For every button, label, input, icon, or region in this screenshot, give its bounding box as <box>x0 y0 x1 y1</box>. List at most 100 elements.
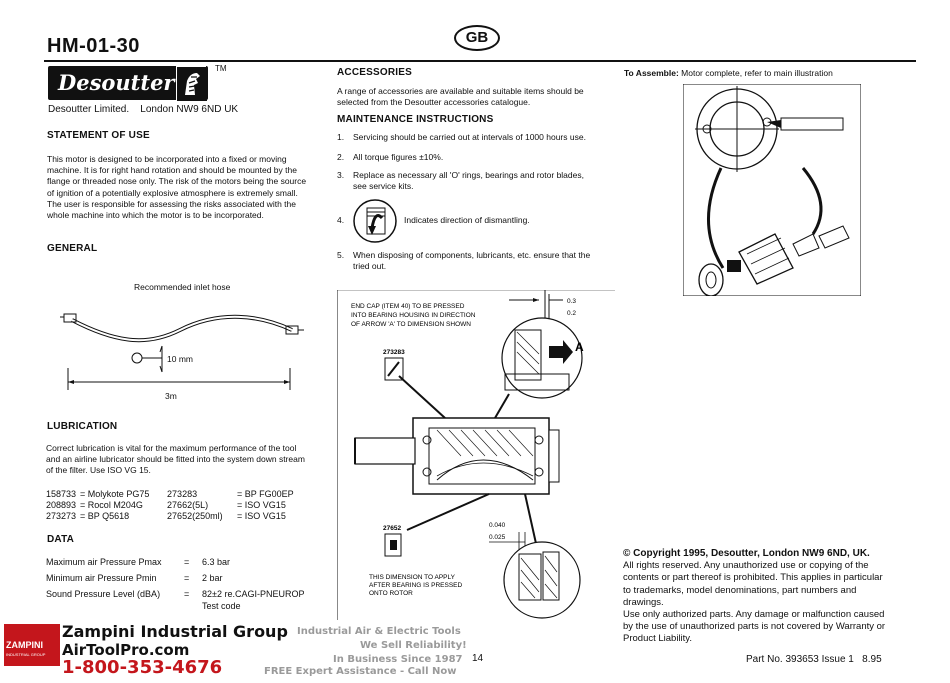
item-number: 2. <box>337 152 345 162</box>
statement-line: flange or threaded nose only. The risk o… <box>47 176 307 187</box>
copyright-line: Product Liability. <box>623 633 692 645</box>
statement-line: machine. It is for right hand rotation a… <box>47 165 297 176</box>
statement-line: whole machine into which the motor is to… <box>47 210 264 221</box>
data-label: Sound Pressure Level (dBA) <box>46 589 161 599</box>
data-value-line: 82±2 re.CAGI-PNEUROP <box>202 589 305 599</box>
data-value: 82±2 re.CAGI-PNEUROP Test code <box>202 588 310 616</box>
hose-label: Recommended inlet hose <box>134 282 231 292</box>
table-row: Sound Pressure Level (dBA) = 82±2 re.CAG… <box>46 588 310 616</box>
trademark-symbol: TM <box>215 64 227 73</box>
table-cell: = ISO VG15 <box>237 511 286 521</box>
accessories-text: A range of accessories are available and… <box>337 86 617 108</box>
assemble-text: Motor complete, refer to main illustrati… <box>678 68 833 78</box>
copyright-line: All rights reserved. Any unauthorized us… <box>623 560 869 572</box>
table-row: 273273 = BP Q5618 27652(250ml) = ISO VG1… <box>46 511 298 522</box>
part-label-273283: 273283 <box>383 349 405 356</box>
table-cell: = Molykote PG75 <box>80 489 150 499</box>
header-rule <box>44 60 916 62</box>
statement-line: The user is responsible for assessing th… <box>47 198 296 209</box>
language-badge: GB <box>454 25 500 51</box>
table-cell: = ISO VG15 <box>237 500 286 510</box>
bottom-note-line: AFTER BEARING IS PRESSED <box>369 582 462 589</box>
company-address: Desoutter Limited. London NW9 6ND UK <box>48 104 239 115</box>
table-cell: 273273 <box>46 511 77 521</box>
data-eq: = <box>184 589 190 599</box>
data-label: Maximum air Pressure Pmax <box>46 557 162 567</box>
bottom-note-line: ONTO ROTOR <box>369 590 413 597</box>
item-text: All torque figures ±10%. <box>353 152 444 162</box>
table-cell: = BP Q5618 <box>80 511 130 521</box>
item-text: Replace as necessary all 'O' rings, bear… <box>353 170 613 192</box>
data-eq: = <box>184 573 190 583</box>
item-text-line: see service kits. <box>353 181 414 191</box>
item-number: 4. <box>337 215 345 225</box>
table-cell: 273283 <box>167 489 198 499</box>
item-number: 3. <box>337 170 345 180</box>
table-row: Minimum air Pressure Pmin = 2 bar <box>46 572 310 588</box>
zebra-emblem-icon <box>176 66 207 101</box>
item-text-line: When disposing of components, lubricants… <box>353 250 591 260</box>
item-number: 1. <box>337 132 345 142</box>
table-cell: = BP FG00EP <box>237 489 294 499</box>
copyright-line: contents or part thereof is prohibited. … <box>623 572 883 584</box>
accessories-line: selected from the Desoutter accessories … <box>337 97 531 108</box>
table-cell: 158733 <box>46 489 77 499</box>
dimension-0-3: 0.3 <box>567 298 576 305</box>
statement-line: This motor is designed to be incorporate… <box>47 154 287 164</box>
item-text-line: Replace as necessary all 'O' rings, bear… <box>353 170 584 180</box>
data-eq: = <box>184 557 190 567</box>
table-cell: 208893 <box>46 500 77 510</box>
item-text: Indicates direction of dismantling. <box>404 215 530 225</box>
motor-cross-section-diagram: END CAP (ITEM 40) TO BE PRESSED INTO BEA… <box>337 290 615 620</box>
data-table: Maximum air Pressure Pmax = 6.3 bar Mini… <box>46 556 310 616</box>
general-heading: GENERAL <box>47 243 98 254</box>
data-heading: DATA <box>47 534 75 545</box>
inlet-hose-diagram <box>60 313 304 390</box>
badge-subtitle: INDUSTRIAL GROUP <box>6 652 46 657</box>
item-text: When disposing of components, lubricants… <box>353 250 613 272</box>
bottom-note-line: THIS DIMENSION TO APPLY <box>369 574 456 581</box>
lubricant-table: 158733 = Molykote PG75 273283 = BP FG00E… <box>46 489 298 522</box>
lubrication-heading: LUBRICATION <box>47 421 118 432</box>
table-row: 158733 = Molykote PG75 273283 = BP FG00E… <box>46 489 298 500</box>
footer-phone[interactable]: 1-800-353-4676 <box>62 657 223 678</box>
tagline: We Sell Reliability! <box>360 640 467 651</box>
copyright-line: by the use of unauthorized parts is not … <box>623 621 886 633</box>
statement-heading: STATEMENT OF USE <box>47 130 150 141</box>
footer-site-link[interactable]: AirToolPro.com <box>62 641 190 659</box>
dimension-0-040: 0.040 <box>489 522 506 529</box>
lubrication-line: Correct lubrication is vital for the max… <box>46 443 297 453</box>
table-cell: 27662(5L) <box>167 500 209 510</box>
assemble-label: To Assemble: <box>624 68 679 78</box>
dimension-0-025: 0.025 <box>489 534 506 541</box>
tagline: Industrial Air & Electric Tools <box>297 626 461 637</box>
footer-brand: Zampini Industrial Group <box>62 622 288 641</box>
data-label: Minimum air Pressure Pmin <box>46 573 157 583</box>
table-cell: 27652(250ml) <box>167 511 223 521</box>
part-label-27652: 27652 <box>383 525 401 532</box>
data-value: 2 bar <box>202 573 223 583</box>
dismantle-direction-icon <box>353 199 397 243</box>
lubrication-line: of the filter. Use ISO VG 15. <box>46 465 151 476</box>
accessories-line: A range of accessories are available and… <box>337 86 584 96</box>
lubrication-line: and an airline lubricator should be fitt… <box>46 454 305 465</box>
arrow-label-a: A <box>575 340 584 354</box>
tagline: In Business Since 1987 <box>333 654 463 665</box>
motor-assembly-diagram <box>683 84 861 296</box>
item-text-line: tried out. <box>353 261 387 271</box>
table-row: Maximum air Pressure Pmax = 6.3 bar <box>46 556 310 572</box>
data-value: 6.3 bar <box>202 557 231 567</box>
statement-line: of ignition of a potentially explosive a… <box>47 187 298 198</box>
copyright-line: to trademarks, model denominations, part… <box>623 584 857 596</box>
hose-length-label: 3m <box>165 391 177 401</box>
part-number: Part No. 393653 Issue 1 8.95 <box>746 654 882 665</box>
page-number: 14 <box>472 653 484 664</box>
item-number: 5. <box>337 250 345 260</box>
copyright-title: © Copyright 1995, Desoutter, London NW9 … <box>623 548 870 559</box>
tagline: FREE Expert Assistance - Call Now <box>264 666 457 677</box>
item-text: Servicing should be carried out at inter… <box>353 132 586 142</box>
table-cell: = Rocol M204G <box>80 500 143 510</box>
document-number: HM-01-30 <box>47 35 140 57</box>
table-row: 208893 = Rocol M204G 27662(5L) = ISO VG1… <box>46 500 298 511</box>
drawing-note-line: INTO BEARING HOUSING IN DIRECTION <box>351 312 476 319</box>
